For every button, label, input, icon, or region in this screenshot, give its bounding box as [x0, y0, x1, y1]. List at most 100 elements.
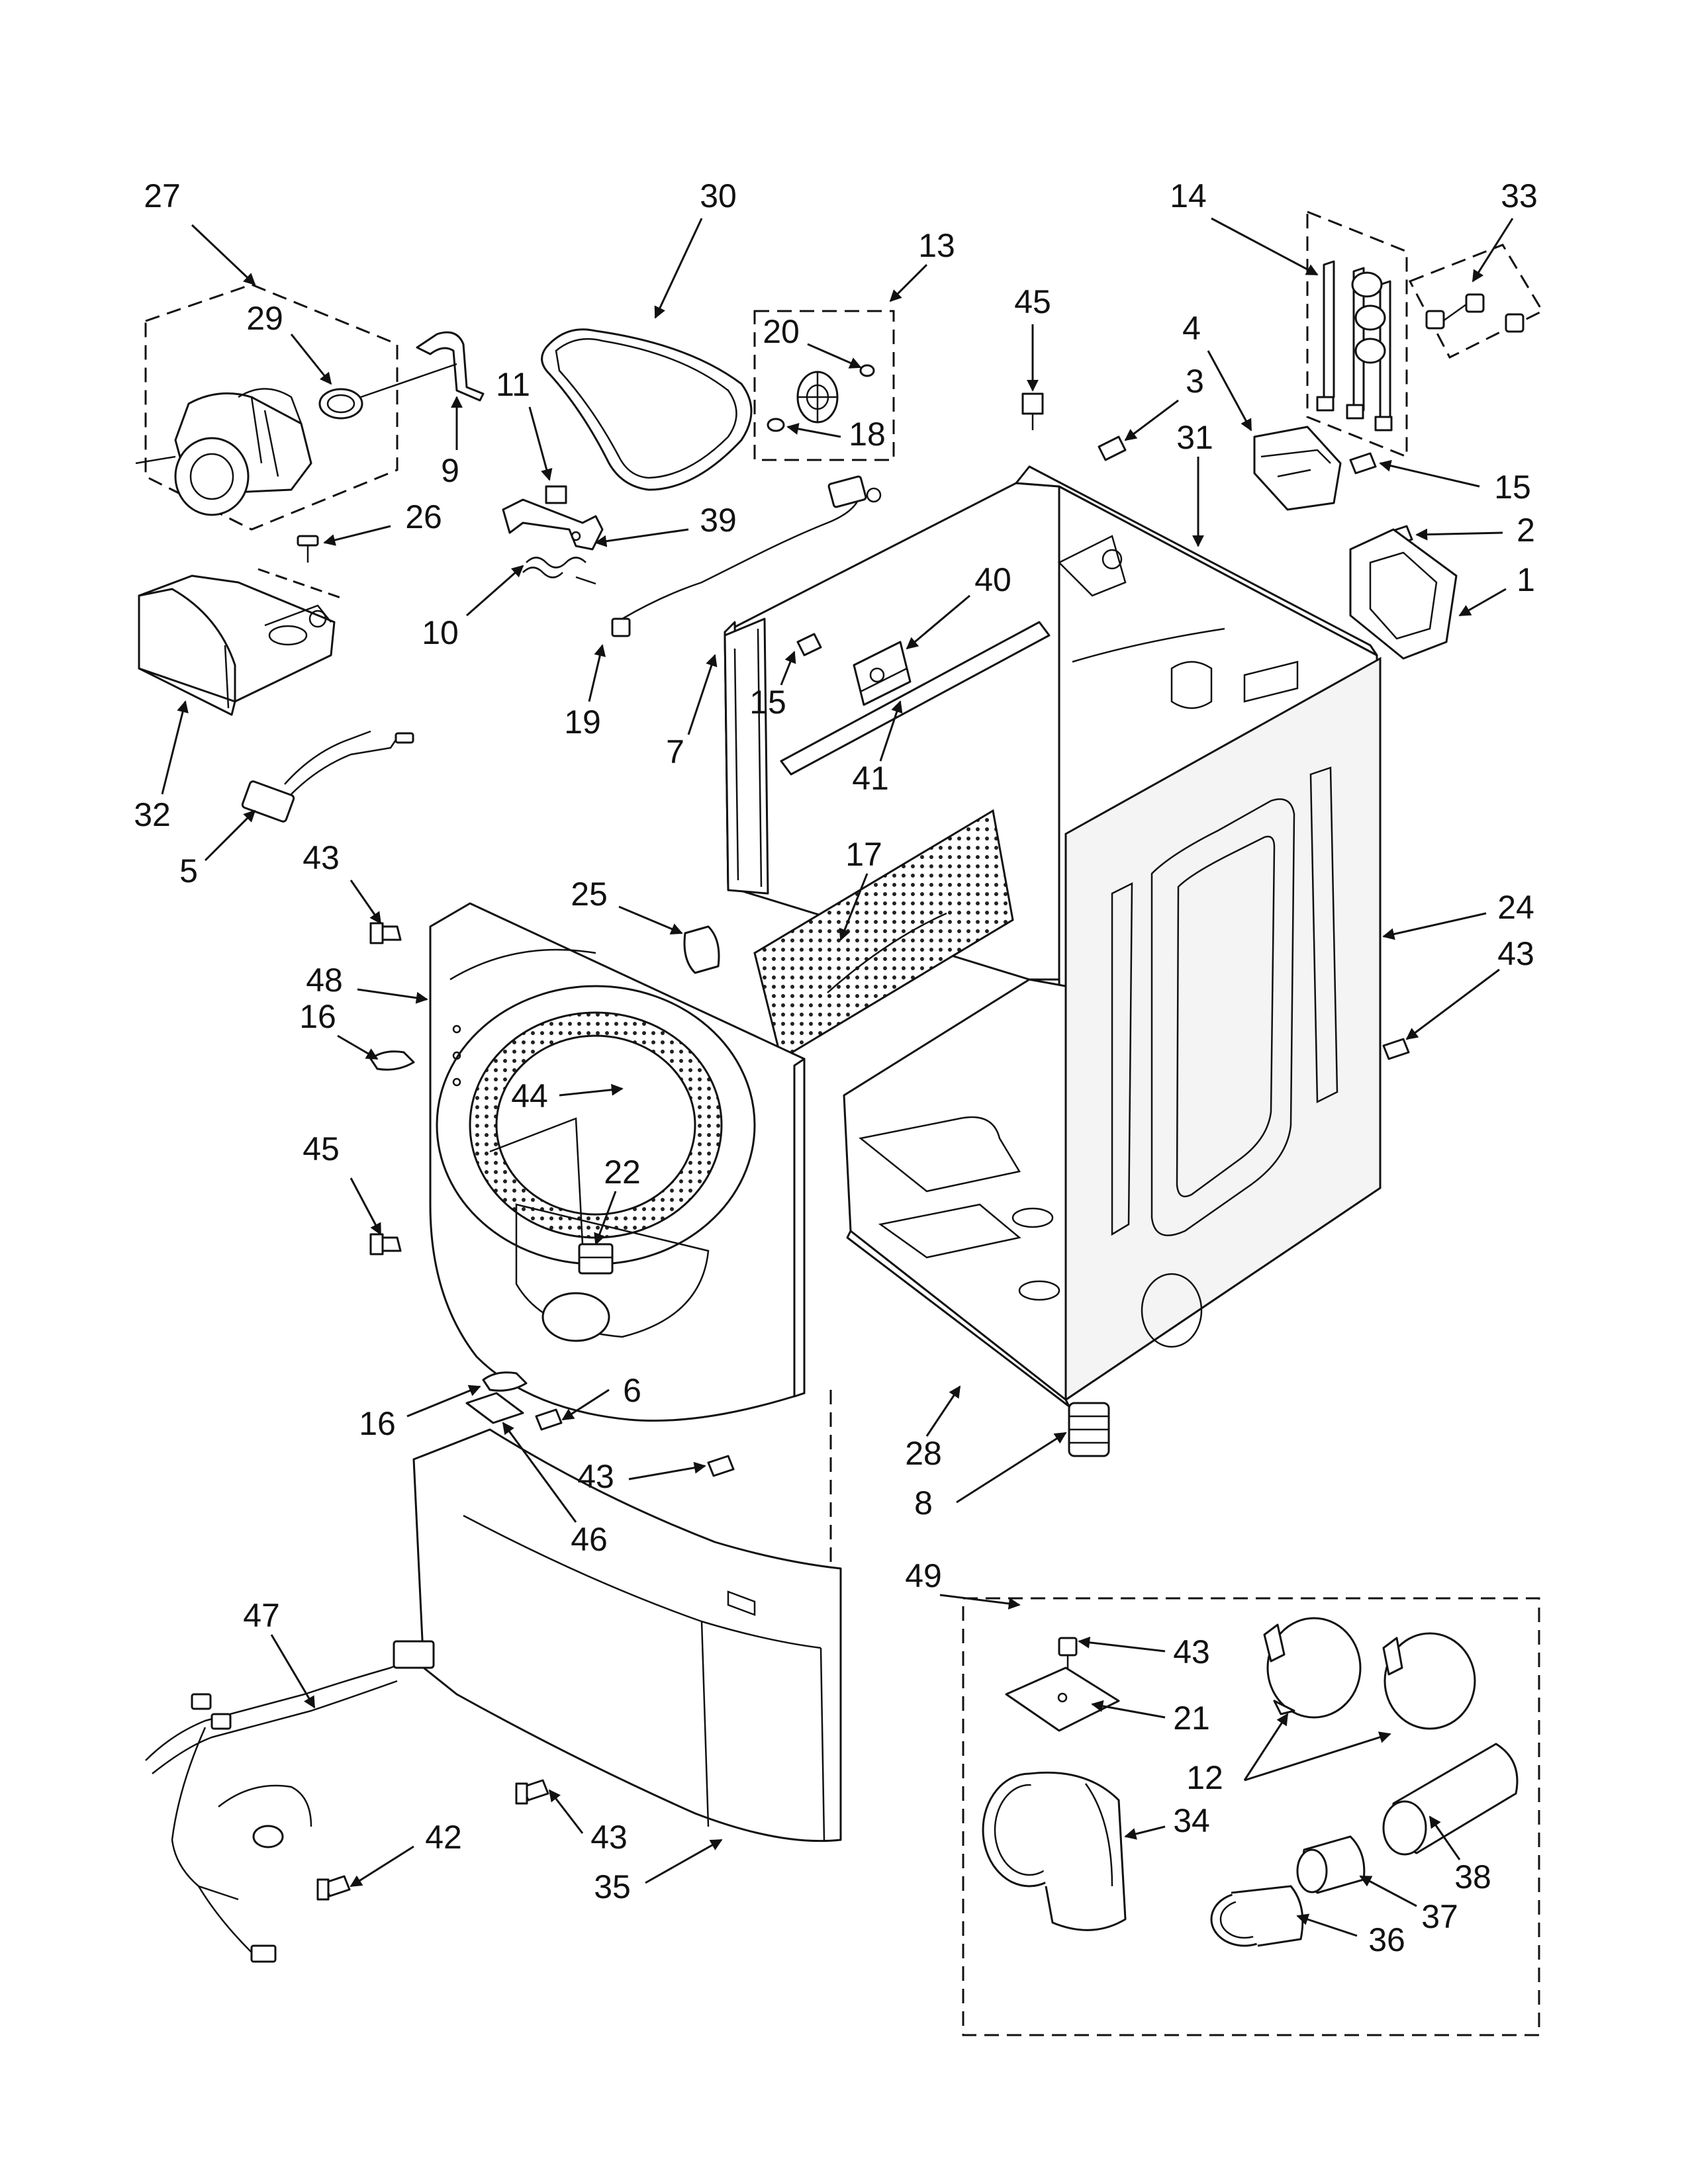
door-latch[interactable] — [578, 1243, 614, 1275]
leader-line-47 — [270, 1634, 316, 1709]
vent-clamp[interactable] — [1210, 1885, 1304, 1947]
drum-bumper[interactable] — [683, 925, 720, 974]
pulley-washer[interactable] — [767, 364, 875, 432]
leader-line-49 — [939, 1594, 1021, 1610]
motor-bracket-clip[interactable] — [416, 331, 485, 402]
callout-label-22: 22 — [604, 1154, 641, 1191]
sensor-wire-harness[interactable] — [611, 475, 882, 637]
callout-label-43b: 43 — [303, 839, 340, 876]
callout-label-48: 48 — [306, 962, 343, 999]
toe-panel-bracket[interactable] — [465, 1392, 524, 1424]
leader-lines — [161, 217, 1514, 1937]
leader-line-30 — [654, 218, 703, 319]
leader-line-11 — [528, 406, 553, 481]
motor-mount-base[interactable] — [138, 574, 336, 716]
leader-line-37 — [1359, 1875, 1417, 1907]
callout-label-43d: 43 — [590, 1819, 628, 1856]
vent-hood-left[interactable] — [1263, 1617, 1362, 1719]
leader-line-33 — [1472, 218, 1514, 283]
callout-label-7: 7 — [666, 733, 684, 770]
leader-line-32 — [161, 700, 189, 795]
clip-16-upper[interactable] — [369, 1050, 415, 1071]
upper-bracket-strip[interactable] — [780, 621, 1051, 776]
screw-26[interactable] — [297, 535, 319, 563]
leader-line-2 — [1415, 528, 1503, 541]
access-cover[interactable] — [1349, 528, 1458, 660]
ground-screw[interactable] — [316, 1875, 351, 1901]
connector-kit[interactable] — [1425, 293, 1524, 333]
callout-label-15a: 15 — [749, 684, 786, 721]
screw-15-right[interactable] — [1349, 452, 1377, 475]
leader-line-39 — [594, 528, 689, 547]
callout-label-8: 8 — [914, 1484, 933, 1522]
callout-label-1: 1 — [1517, 561, 1535, 598]
drive-motor[interactable] — [135, 388, 312, 516]
callout-label-35: 35 — [594, 1868, 631, 1905]
thermistor-board[interactable] — [853, 641, 912, 706]
terminal-block[interactable] — [1253, 426, 1342, 511]
callout-label-37: 37 — [1421, 1898, 1458, 1935]
leader-line-16a — [337, 1034, 379, 1060]
screw-43-right[interactable] — [1382, 1038, 1410, 1060]
leader-line-34 — [1124, 1825, 1166, 1840]
cabinet-left-panel[interactable] — [724, 617, 769, 895]
leader-line-12 — [1243, 1713, 1289, 1781]
leader-line-14 — [1211, 217, 1319, 276]
screw-45-front[interactable] — [369, 1233, 402, 1255]
callout-label-45b: 45 — [303, 1130, 340, 1167]
callout-label-43e: 43 — [1173, 1633, 1210, 1670]
idler-spring[interactable] — [522, 557, 596, 585]
leader-line-8 — [956, 1432, 1067, 1504]
drive-belt[interactable] — [541, 328, 753, 491]
thermostat-kit-group-box — [1306, 210, 1408, 459]
callout-label-30: 30 — [700, 177, 737, 214]
callout-label-9: 9 — [441, 452, 459, 489]
idler-screw[interactable] — [545, 485, 567, 504]
leader-line-43c — [628, 1461, 706, 1480]
main-wire-harness[interactable] — [145, 1640, 435, 1963]
motor-switch[interactable] — [241, 730, 414, 823]
leader-line-29 — [290, 334, 332, 385]
cabinet-shell[interactable] — [724, 465, 1382, 1408]
callout-label-41: 41 — [852, 760, 889, 797]
vent-elbow[interactable] — [982, 1771, 1127, 1931]
leader-line-10 — [466, 565, 524, 617]
idler-pulley[interactable] — [796, 371, 839, 424]
leader-line-28 — [925, 1385, 961, 1437]
toe-panel[interactable] — [412, 1428, 842, 1843]
leader-line-20 — [807, 343, 862, 369]
screw-43-front-lower[interactable] — [707, 1455, 735, 1477]
callout-label-25: 25 — [571, 876, 608, 913]
screw-15-left[interactable] — [796, 633, 822, 657]
vent-pipe-long[interactable] — [1382, 1743, 1519, 1856]
callout-label-16a: 16 — [299, 998, 336, 1035]
callout-label-4: 4 — [1182, 310, 1201, 347]
idler-bracket[interactable] — [502, 498, 604, 551]
vent-plate[interactable] — [1005, 1666, 1120, 1732]
leader-line-45b — [350, 1177, 382, 1236]
callout-label-36: 36 — [1368, 1921, 1405, 1958]
screw-43-toe[interactable] — [515, 1779, 549, 1805]
leader-line-18 — [786, 423, 841, 438]
leader-line-43a — [1405, 968, 1500, 1040]
leveling-leg[interactable] — [1068, 1402, 1110, 1457]
leader-line-22 — [594, 1191, 617, 1246]
callout-label-17: 17 — [845, 836, 882, 873]
screw-6[interactable] — [535, 1408, 563, 1431]
front-panel[interactable] — [429, 902, 806, 1422]
vent-hood-right[interactable] — [1382, 1632, 1476, 1730]
motor-pulley-ring[interactable] — [318, 363, 457, 420]
callout-label-28: 28 — [905, 1435, 942, 1472]
lint-screen-panel[interactable] — [753, 809, 1014, 1061]
callout-label-15b: 15 — [1494, 469, 1531, 506]
thermostat-kit[interactable] — [1316, 260, 1393, 432]
screw-43-front-top[interactable] — [369, 922, 402, 944]
screw-45-top[interactable] — [1021, 392, 1044, 430]
leader-line-16b — [406, 1385, 481, 1418]
clip-16-lower[interactable] — [482, 1371, 528, 1392]
callout-label-24: 24 — [1497, 889, 1534, 926]
screw-3[interactable] — [1098, 435, 1127, 461]
front-panel-bracket-line — [489, 1117, 584, 1245]
vent-coupling[interactable] — [1296, 1835, 1366, 1894]
